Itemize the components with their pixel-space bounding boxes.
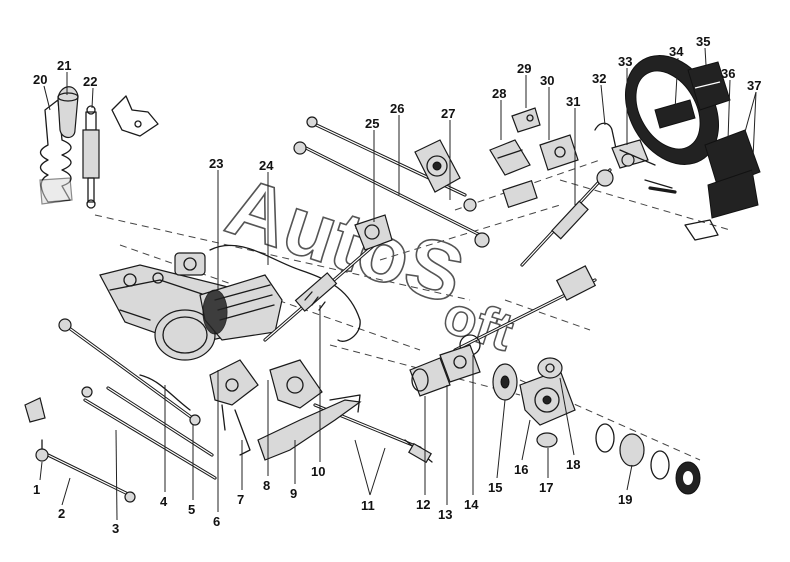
callout-29: 29	[517, 61, 531, 76]
part-31-steering-column	[520, 168, 614, 267]
callout-7: 7	[237, 492, 244, 507]
part-13-intermediate-shaft	[439, 344, 481, 383]
part-33-column-shroud	[619, 149, 656, 167]
part-6-steering-box	[209, 359, 259, 431]
callout-19: 19	[618, 492, 632, 507]
part-14-front-drive-shaft	[453, 265, 597, 356]
part-35-horn-pad	[687, 61, 731, 111]
callout-10: 10	[311, 464, 325, 479]
callout-34: 34	[669, 44, 684, 59]
part-3-track-rod	[81, 386, 217, 480]
callout-21: 21	[57, 58, 71, 73]
part-17-hub-cap	[536, 432, 558, 448]
callout-6: 6	[213, 514, 220, 529]
callout-24: 24	[259, 158, 274, 173]
callout-33: 33	[618, 54, 632, 69]
callout-23: 23	[209, 156, 223, 171]
callout-16: 16	[514, 462, 528, 477]
differential-cover	[199, 274, 283, 341]
callout-12: 12	[416, 497, 430, 512]
callout-26: 26	[390, 101, 404, 116]
part-15-brake-disc-shield	[492, 363, 518, 401]
part-30-lock-housing	[539, 134, 579, 171]
callout-18: 18	[566, 457, 580, 472]
callout-14: 14	[464, 497, 479, 512]
callout-32: 32	[592, 71, 606, 86]
callout-numbers: 1 2 3 4 5 6 7 8 9 10 11 12 13 14 15 16 1…	[33, 34, 761, 536]
part-8-swivel-housing	[269, 359, 323, 409]
callout-15: 15	[488, 480, 502, 495]
callout-27: 27	[441, 106, 455, 121]
steering-damper-bracket	[111, 95, 159, 137]
part-9-radius-arm	[257, 394, 362, 461]
part-7-drop-arm	[234, 409, 251, 456]
callout-37: 37	[747, 78, 761, 93]
callout-36: 36	[721, 66, 735, 81]
callout-11: 11	[361, 498, 375, 513]
callout-13: 13	[438, 507, 452, 522]
callout-17: 17	[539, 480, 553, 495]
part-22-shock-absorber	[82, 105, 100, 209]
part-18-wheel-bearing	[537, 357, 563, 379]
part-28-steering-lock-assembly	[489, 139, 538, 208]
callout-8: 8	[263, 478, 270, 493]
part-37-column-cover-lower	[684, 169, 759, 241]
part-20-rubber-boot	[39, 99, 73, 205]
part-1-ball-joint	[24, 397, 49, 462]
part-19-wheel-hub	[595, 423, 701, 495]
part-21-inner-boot	[57, 86, 79, 139]
callout-22: 22	[83, 74, 97, 89]
callout-25: 25	[365, 116, 379, 131]
callout-5: 5	[188, 502, 195, 517]
part-10-propeller-shaft	[263, 238, 382, 342]
callout-leader-lines	[39, 47, 757, 521]
callout-20: 20	[33, 72, 47, 87]
callout-9: 9	[290, 486, 297, 501]
part-27-drive-flange	[414, 139, 461, 193]
callout-35: 35	[696, 34, 710, 49]
callout-31: 31	[566, 94, 580, 109]
callout-2: 2	[58, 506, 65, 521]
callout-28: 28	[492, 86, 506, 101]
callout-30: 30	[540, 73, 554, 88]
part-12-cv-joint	[409, 357, 451, 397]
callout-3: 3	[112, 521, 119, 536]
part-2-track-rod-end	[46, 453, 136, 503]
callout-4: 4	[160, 494, 168, 509]
part-4-panhard-rod	[58, 318, 201, 426]
part-25-universal-joint	[354, 214, 393, 251]
part-29-lock-switch	[511, 107, 541, 133]
callout-1: 1	[33, 482, 40, 497]
